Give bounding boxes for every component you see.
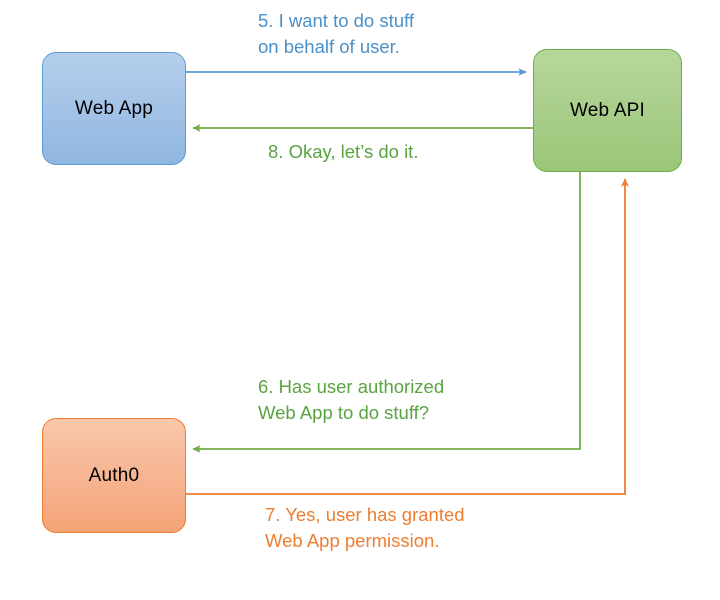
node-web-app-label: Web App [74,97,154,119]
edge-label-step-8: 8. Okay, let’s do it. [268,141,419,162]
edge-label-step-5: 5. I want to do stuff on behalf of user. [258,10,414,58]
node-auth0[interactable]: Auth0 [42,418,186,533]
edge-7-auth0-to-webapi [186,178,629,495]
node-web-api[interactable]: Web API [533,49,682,172]
edge-label-step-6: 6. Has user authorized Web App to do stu… [258,376,445,424]
edge-label-step-7: 7. Yes, user has granted Web App permiss… [265,504,465,552]
node-web-api-label: Web API [570,99,645,121]
node-auth0-label: Auth0 [88,464,140,486]
node-web-app[interactable]: Web App [42,52,186,165]
